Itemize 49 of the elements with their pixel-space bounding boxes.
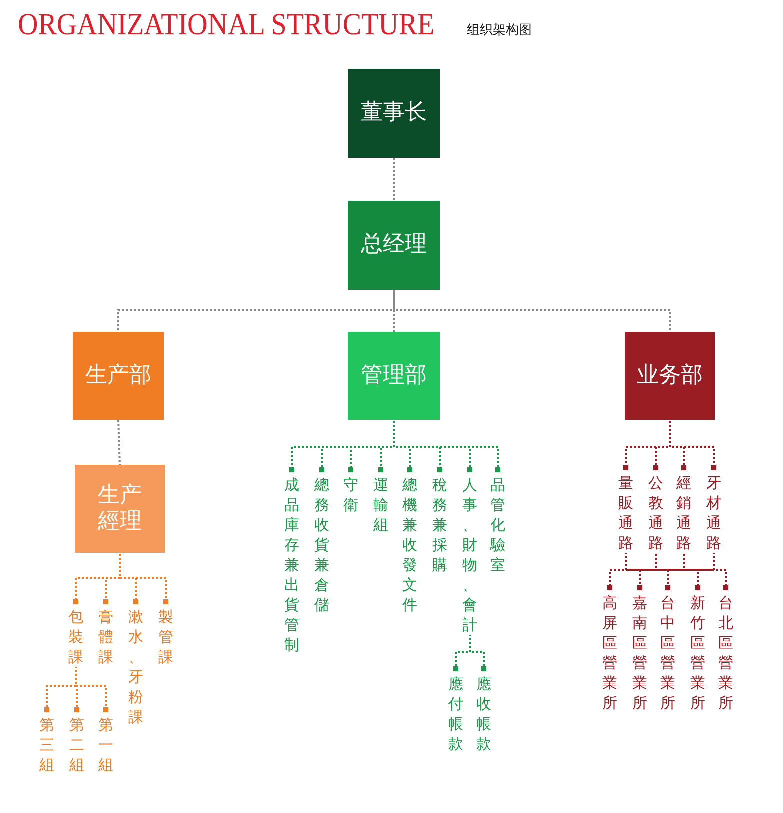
org-box bbox=[73, 332, 164, 420]
title: ORGANIZATIONAL STRUCTURE bbox=[18, 8, 435, 44]
subtitle: 组织架构图 bbox=[467, 22, 532, 39]
vertical-label: 人事、財物、會計 bbox=[462, 475, 478, 635]
vertical-label: 嘉南區營業所 bbox=[632, 593, 648, 713]
vertical-label: 牙材通路 bbox=[706, 473, 722, 553]
connector-line bbox=[393, 420, 500, 472]
vertical-label: 運輸組 bbox=[374, 475, 388, 535]
org-box bbox=[348, 69, 440, 158]
vertical-label: 守衛 bbox=[344, 475, 358, 515]
vertical-label: 第三組 bbox=[40, 715, 54, 775]
vertical-label: 應收帳款 bbox=[476, 674, 492, 754]
connector-line bbox=[669, 420, 716, 470]
connector-line bbox=[393, 158, 395, 201]
vertical-label: 總務收貨兼倉儲 bbox=[314, 475, 330, 615]
vertical-label: 高屏區營業所 bbox=[602, 593, 618, 713]
vertical-label: 應付帳款 bbox=[448, 674, 464, 754]
vertical-label: 漱水、牙粉課 bbox=[128, 607, 144, 727]
vertical-label: 包裝課 bbox=[68, 607, 84, 667]
vertical-label: 第二組 bbox=[70, 715, 84, 775]
vertical-label: 公教通路 bbox=[648, 473, 664, 553]
box-label: 管理部 bbox=[361, 362, 427, 390]
vertical-label: 稅務兼採購 bbox=[432, 475, 448, 575]
connector-line bbox=[393, 290, 671, 332]
org-box bbox=[348, 201, 440, 290]
connector-line bbox=[118, 420, 121, 466]
box-label: 生产部 bbox=[86, 362, 152, 390]
vertical-label: 經銷通路 bbox=[676, 473, 692, 553]
org-box bbox=[75, 465, 165, 553]
vertical-label: 量販通路 bbox=[618, 473, 634, 553]
org-box bbox=[625, 332, 715, 420]
vertical-label: 台中區營業所 bbox=[660, 593, 676, 713]
vertical-label: 新竹區營業所 bbox=[690, 593, 706, 713]
vertical-label: 品管化驗室 bbox=[490, 475, 506, 575]
box-label: 总经理 bbox=[361, 232, 427, 259]
org-box bbox=[348, 332, 440, 420]
vertical-label: 第一組 bbox=[98, 715, 114, 775]
box-label: 董事长 bbox=[361, 100, 427, 127]
box-label: 业务部 bbox=[637, 362, 703, 390]
connector-line bbox=[469, 635, 486, 672]
vertical-label: 膏體課 bbox=[98, 607, 114, 667]
vertical-label: 台北區營業所 bbox=[718, 593, 734, 713]
connector-line bbox=[393, 290, 395, 332]
connector-line bbox=[75, 667, 108, 712]
box-label: 生产經理 bbox=[97, 482, 143, 536]
vertical-label: 製管課 bbox=[158, 607, 174, 667]
vertical-label: 成品庫存兼出貨管制 bbox=[284, 475, 300, 655]
vertical-label: 總機兼收發文件 bbox=[402, 475, 418, 615]
connector-line bbox=[119, 553, 168, 604]
